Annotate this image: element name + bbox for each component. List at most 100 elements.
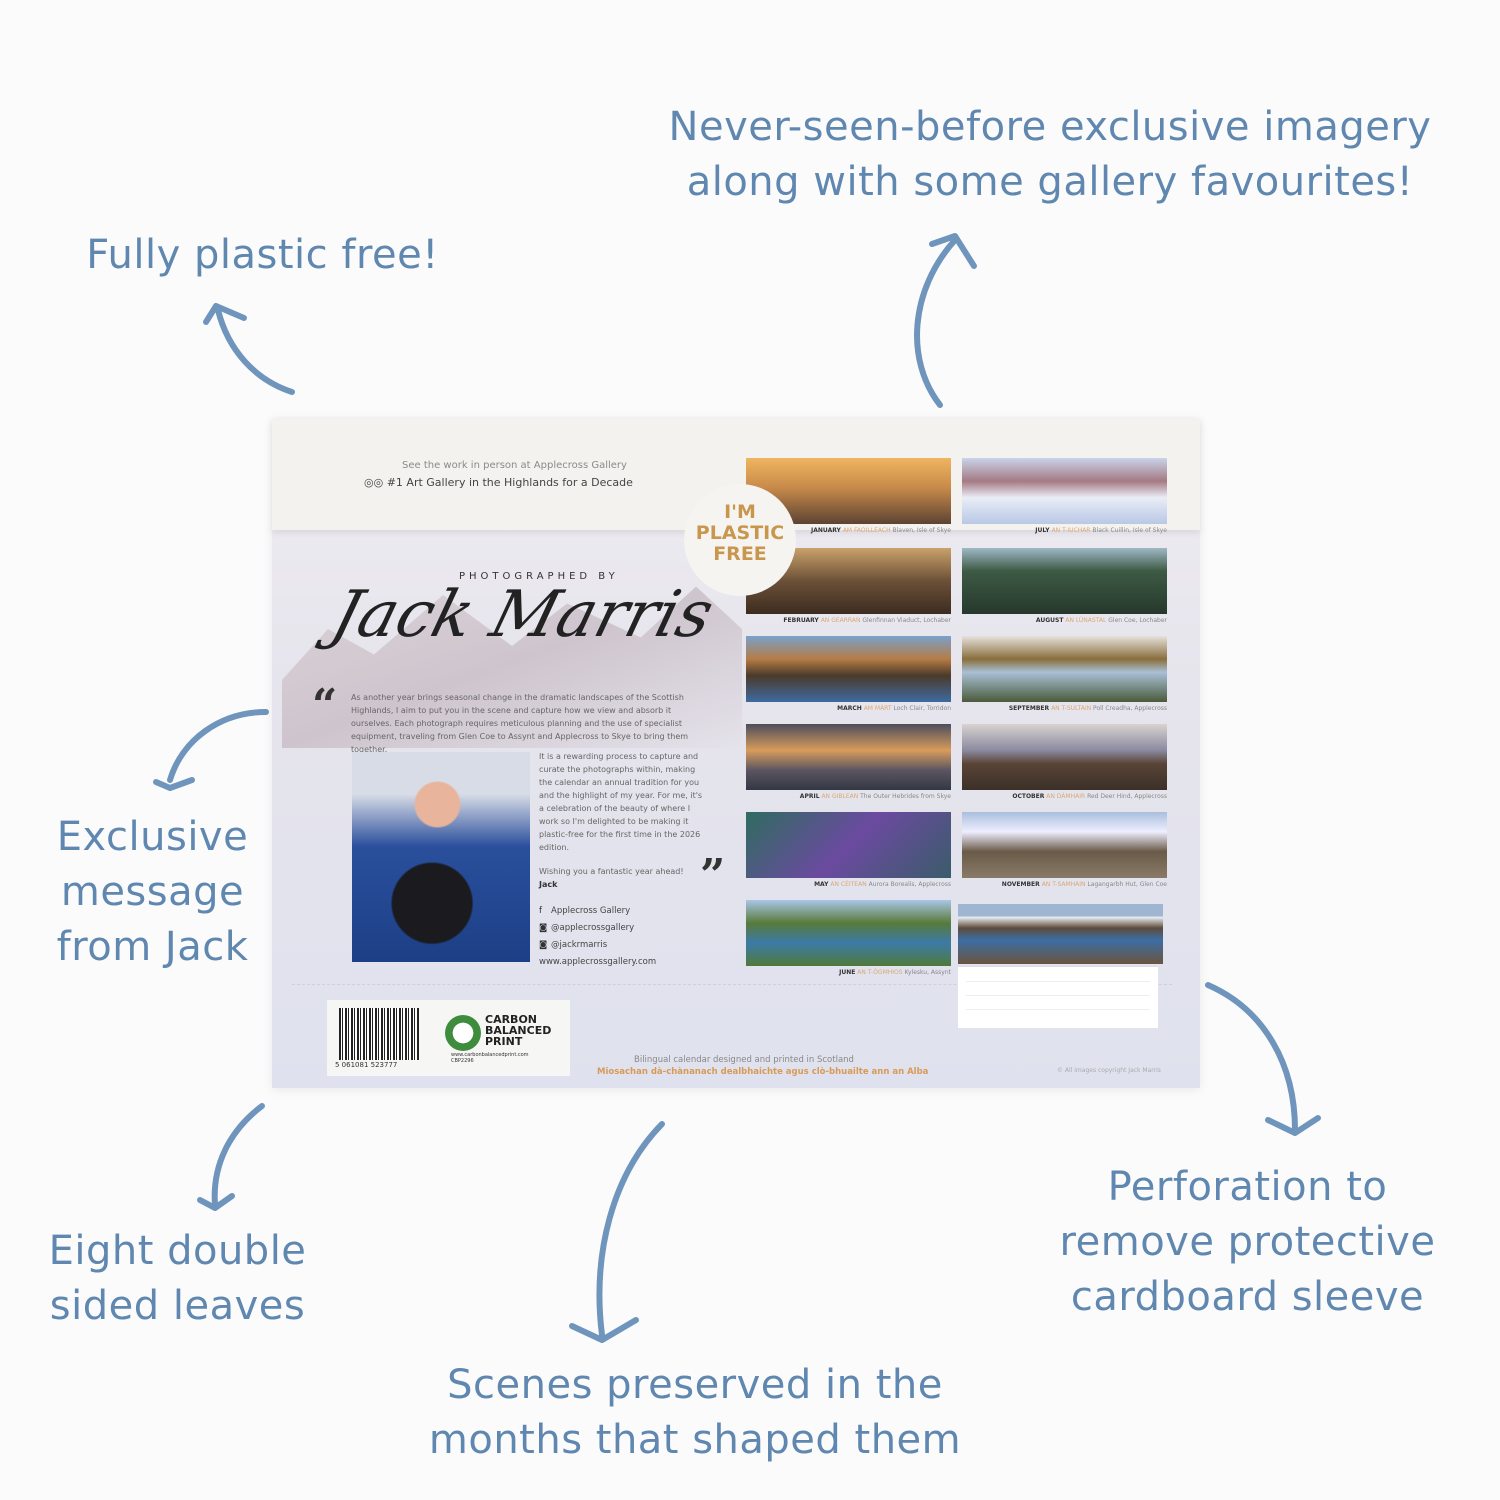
social-instagram-jack: ◙@jackrmarris [539,937,656,954]
location: The Outer Hebrides from Skye [860,793,951,800]
landscape-photo [746,812,951,878]
month-label: JUNE AN T-ÒGMHIOS Kylesku, Assynt [746,969,951,976]
gaelic-month: AN T-IUCHAR [1051,527,1091,534]
location: Red Deer Hind, Applecross [1087,793,1167,800]
arrow-icon [914,233,977,408]
footer-english: Bilingual calendar designed and printed … [634,1055,854,1065]
carbon-balanced-label: CARBON BALANCED PRINT [485,1013,552,1048]
location: Kylesku, Assynt [904,969,951,976]
website: www.applecrossgallery.com [539,957,657,967]
sign-off: Jack [539,880,558,889]
caption-perforation: Perforation to remove protective cardboa… [1059,1164,1436,1320]
arrow-icon [1205,982,1321,1136]
landscape-photo [746,724,951,790]
instagram-icon: ◙ [539,923,548,933]
jack-portrait-photo [352,752,530,962]
calendar-back: See the work in person at Applecross Gal… [272,418,1200,1088]
month-label: JANUARY AM FAOILLEACH Blaven, Isle of Sk… [746,527,951,534]
month-label: OCTOBER AN DÀMHAIR Red Deer Hind, Applec… [962,793,1167,800]
landscape-photo [962,812,1167,878]
landscape-photo [962,458,1167,524]
caption-imagery: Never-seen-before exclusive imagery alon… [668,104,1432,205]
barcode [339,1008,419,1060]
month-name: MAY [814,881,829,888]
photographed-by: PHOTOGRAPHED BY [459,571,619,582]
intro-text: As another year brings seasonal change i… [351,693,689,754]
footer-gaelic: Miosachan dà-chànanach dealbhaichte agus… [597,1067,929,1077]
message-text: It is a rewarding process to capture and… [539,752,703,852]
sleeve-line-1: See the work in person at Applecross Gal… [402,460,627,471]
month-name: MARCH [837,705,862,712]
month-tile-july: JULY AN T-IUCHAR Black Cuillin, Isle of … [962,458,1167,534]
location: Lagangarbh Hut, Glen Coe [1087,881,1167,888]
location: Aurora Borealis, Applecross [868,881,951,888]
month-name: NOVEMBER [1001,881,1040,888]
caption-leaves: Eight double sided leaves [48,1228,307,1329]
facebook-icon: f [539,906,542,916]
carbon-balanced-logo-icon [445,1015,481,1051]
december-tile [958,904,1163,964]
arrow-icon [569,1121,665,1343]
gaelic-month: AM MÀRT [863,705,892,712]
close-quote-icon: ” [700,850,726,901]
tripadvisor-owl-icon: ◎◎ [364,476,387,489]
location: Black Cuillin, Isle of Skye [1092,527,1167,534]
month-tile-january: JANUARY AM FAOILLEACH Blaven, Isle of Sk… [746,458,951,534]
month-name: FEBRUARY [783,617,819,624]
sleeve-line-2: ◎◎ #1 Art Gallery in the Highlands for a… [364,476,633,489]
month-tile-october: OCTOBER AN DÀMHAIR Red Deer Hind, Applec… [962,724,1167,800]
gaelic-month: AN T-SULTAIN [1051,705,1092,712]
gaelic-month: AN LÙNASTAL [1065,617,1107,624]
month-name: OCTOBER [1012,793,1045,800]
social-instagram-gallery: ◙@applecrossgallery [539,920,656,937]
caption-scenes: Scenes preserved in the months that shap… [428,1362,962,1463]
month-name: JANUARY [811,527,841,534]
wish-text: Wishing you a fantastic year ahead! [539,867,684,876]
gaelic-month: AN T-ÒGMHIOS [857,969,903,976]
location: Blaven, Isle of Skye [892,527,951,534]
month-label: AUGUST AN LÙNASTAL Glen Coe, Lochaber [962,617,1167,624]
month-tile-april: APRIL AN GIBLEAN The Outer Hebrides from… [746,724,951,800]
location: Loch Clair, Torridon [893,705,952,712]
gaelic-month: AN GEARRAN [820,617,861,624]
instagram-icon: ◙ [539,940,548,950]
landscape-photo [962,724,1167,790]
month-label: FEBRUARY AN GEARRAN Glenfinnan Viaduct, … [746,617,951,624]
caption-message: Exclusive message from Jack [56,814,249,970]
location: Poll Creadha, Applecross [1093,705,1167,712]
landscape-photo [962,548,1167,614]
month-name: SEPTEMBER [1008,705,1050,712]
location: Glenfinnan Viaduct, Lochaber [862,617,951,624]
perforation-line [292,984,1172,985]
caption-plastic-free: Fully plastic free! [86,232,439,278]
month-tile-may: MAY AN CÈITEAN Aurora Borealis, Applecro… [746,812,951,888]
landscape-photo [746,900,951,966]
gaelic-month: AN DÀMHAIR [1046,793,1086,800]
month-tile-march: MARCH AM MÀRT Loch Clair, Torridon [746,636,951,712]
landscape-photo [962,636,1167,702]
gaelic-month: AN CÈITEAN [830,881,867,888]
arrow-icon [153,709,269,791]
month-label: NOVEMBER AN T-SAMHAIN Lagangarbh Hut, Gl… [962,881,1167,888]
gaelic-month: AN T-SAMHAIN [1041,881,1086,888]
calendar-grid [958,966,1158,1028]
landscape-photo [746,636,951,702]
month-tile-september: SEPTEMBER AN T-SULTAIN Poll Creadha, App… [962,636,1167,712]
arrow-icon [197,1103,265,1211]
month-name: AUGUST [1035,617,1064,624]
location: Glen Coe, Lochaber [1108,617,1167,624]
month-tile-november: NOVEMBER AN T-SAMHAIN Lagangarbh Hut, Gl… [962,812,1167,888]
month-label: APRIL AN GIBLEAN The Outer Hebrides from… [746,793,951,800]
barcode-panel: 5 061081 523777 CARBON BALANCED PRINT ww… [327,1000,570,1076]
month-label: MAY AN CÈITEAN Aurora Borealis, Applecro… [746,881,951,888]
signature: Jack Marris [324,578,721,652]
month-name: JUNE [839,969,856,976]
arrow-icon [203,303,295,395]
plastic-free-badge: I'M PLASTIC FREE [684,484,796,596]
month-label: SEPTEMBER AN T-SULTAIN Poll Creadha, App… [962,705,1167,712]
month-name: APRIL [799,793,820,800]
month-tile-june: JUNE AN T-ÒGMHIOS Kylesku, Assynt [746,900,951,976]
